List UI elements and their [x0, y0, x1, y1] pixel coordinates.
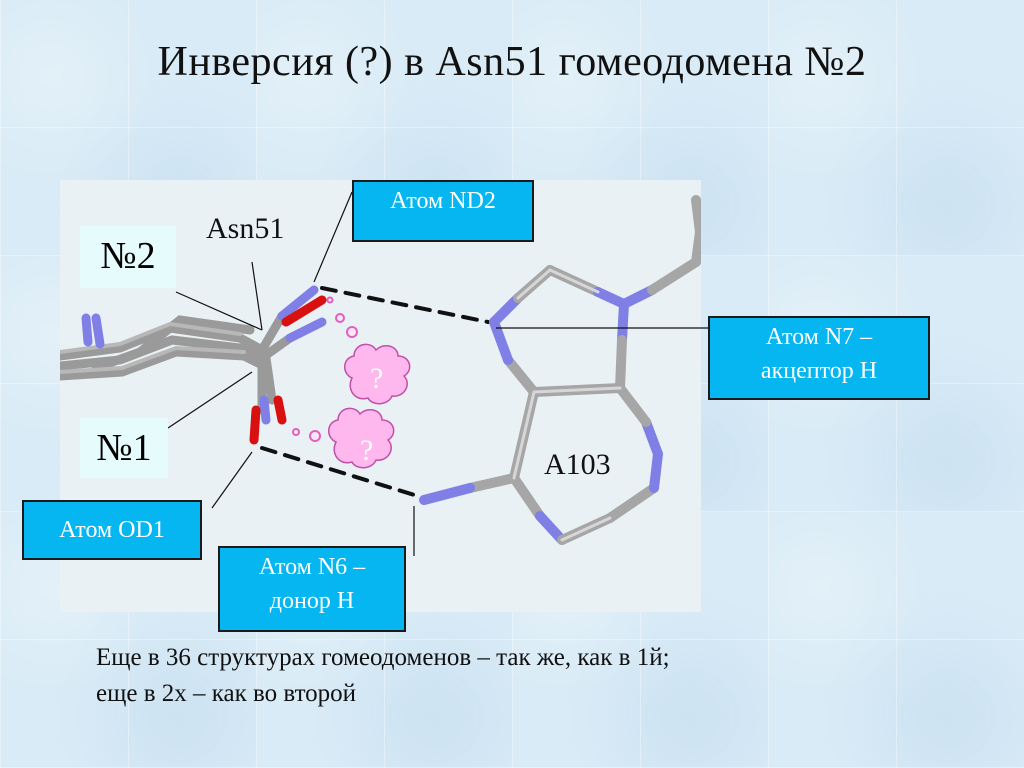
- asn51-backbone: [60, 315, 269, 381]
- residue-label-asn51: Asn51: [206, 212, 285, 245]
- callout-atom-n6-line2: донор Н: [269, 588, 355, 614]
- callout-atom-n6: Атом N6 – донор Н: [218, 546, 406, 632]
- callout-atom-od1: Атом OD1: [22, 500, 202, 560]
- slide-title: Инверсия (?) в Asn51 гомеодомена №2: [157, 39, 867, 85]
- conformer-2-label: №2: [80, 226, 176, 288]
- footnote: Еще в 36 структурах гомеодоменов – так ж…: [96, 640, 670, 712]
- question-mark-lower: ?: [360, 434, 374, 467]
- conformer-1-label: №1: [80, 418, 168, 478]
- nucleotide-label-a103: A103: [544, 448, 611, 481]
- callout-atom-nd2: Атом ND2: [352, 180, 534, 242]
- hbond-dots: [292, 296, 358, 442]
- pointer-lines: [167, 191, 708, 556]
- footnote-line-1: Еще в 36 структурах гомеодоменов – так ж…: [96, 644, 670, 671]
- question-cloud-upper: [344, 343, 411, 405]
- callout-atom-n7-line1: Атом N7 –: [765, 324, 873, 350]
- adenine-a103: [419, 195, 701, 545]
- callout-atom-n7-line2: акцептор Н: [760, 358, 878, 384]
- asn51-sidechain: [257, 311, 295, 415]
- callout-atom-n7: Атом N7 – акцептор Н: [708, 316, 930, 400]
- question-mark-upper: ?: [370, 362, 384, 395]
- callout-atom-n6-line1: Атом N6 –: [258, 554, 366, 580]
- footnote-line-2: еще в 2х – как во второй: [96, 680, 357, 707]
- hbond-dash-lines: [260, 286, 490, 500]
- question-cloud-lower: [328, 407, 395, 469]
